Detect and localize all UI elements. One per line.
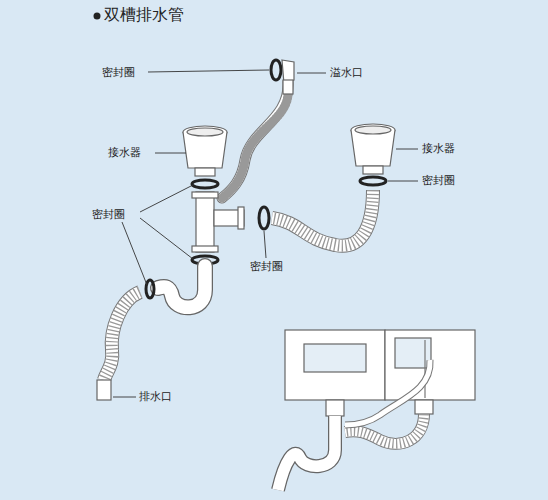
connecting-hose bbox=[272, 190, 373, 246]
part-label: 溢水口 bbox=[330, 66, 363, 79]
sink-pipes bbox=[278, 360, 430, 490]
left-strainer bbox=[183, 126, 227, 176]
tee-fitting bbox=[192, 192, 244, 252]
seal-ring bbox=[192, 180, 218, 188]
part-label: 排水口 bbox=[139, 390, 172, 403]
diagram-title: 双槽排水管 bbox=[104, 5, 184, 25]
title-bullet bbox=[94, 13, 101, 20]
sink-installation bbox=[285, 330, 475, 416]
overflow-head bbox=[271, 60, 294, 94]
drain-hose bbox=[104, 292, 140, 380]
part-label: 密封圈 bbox=[250, 260, 283, 273]
part-label: 密封圈 bbox=[92, 208, 125, 221]
seal-ring bbox=[360, 177, 386, 185]
part-label: 密封圈 bbox=[102, 66, 135, 79]
part-label: 接水器 bbox=[108, 146, 141, 159]
right-strainer bbox=[351, 124, 395, 174]
seal-ring bbox=[146, 280, 154, 298]
p-trap bbox=[158, 266, 205, 307]
part-label: 密封圈 bbox=[422, 174, 455, 187]
part-label: 接水器 bbox=[422, 142, 455, 155]
overflow-hose bbox=[222, 82, 288, 198]
drain-outlet bbox=[97, 380, 111, 400]
seal-ring bbox=[259, 207, 269, 229]
